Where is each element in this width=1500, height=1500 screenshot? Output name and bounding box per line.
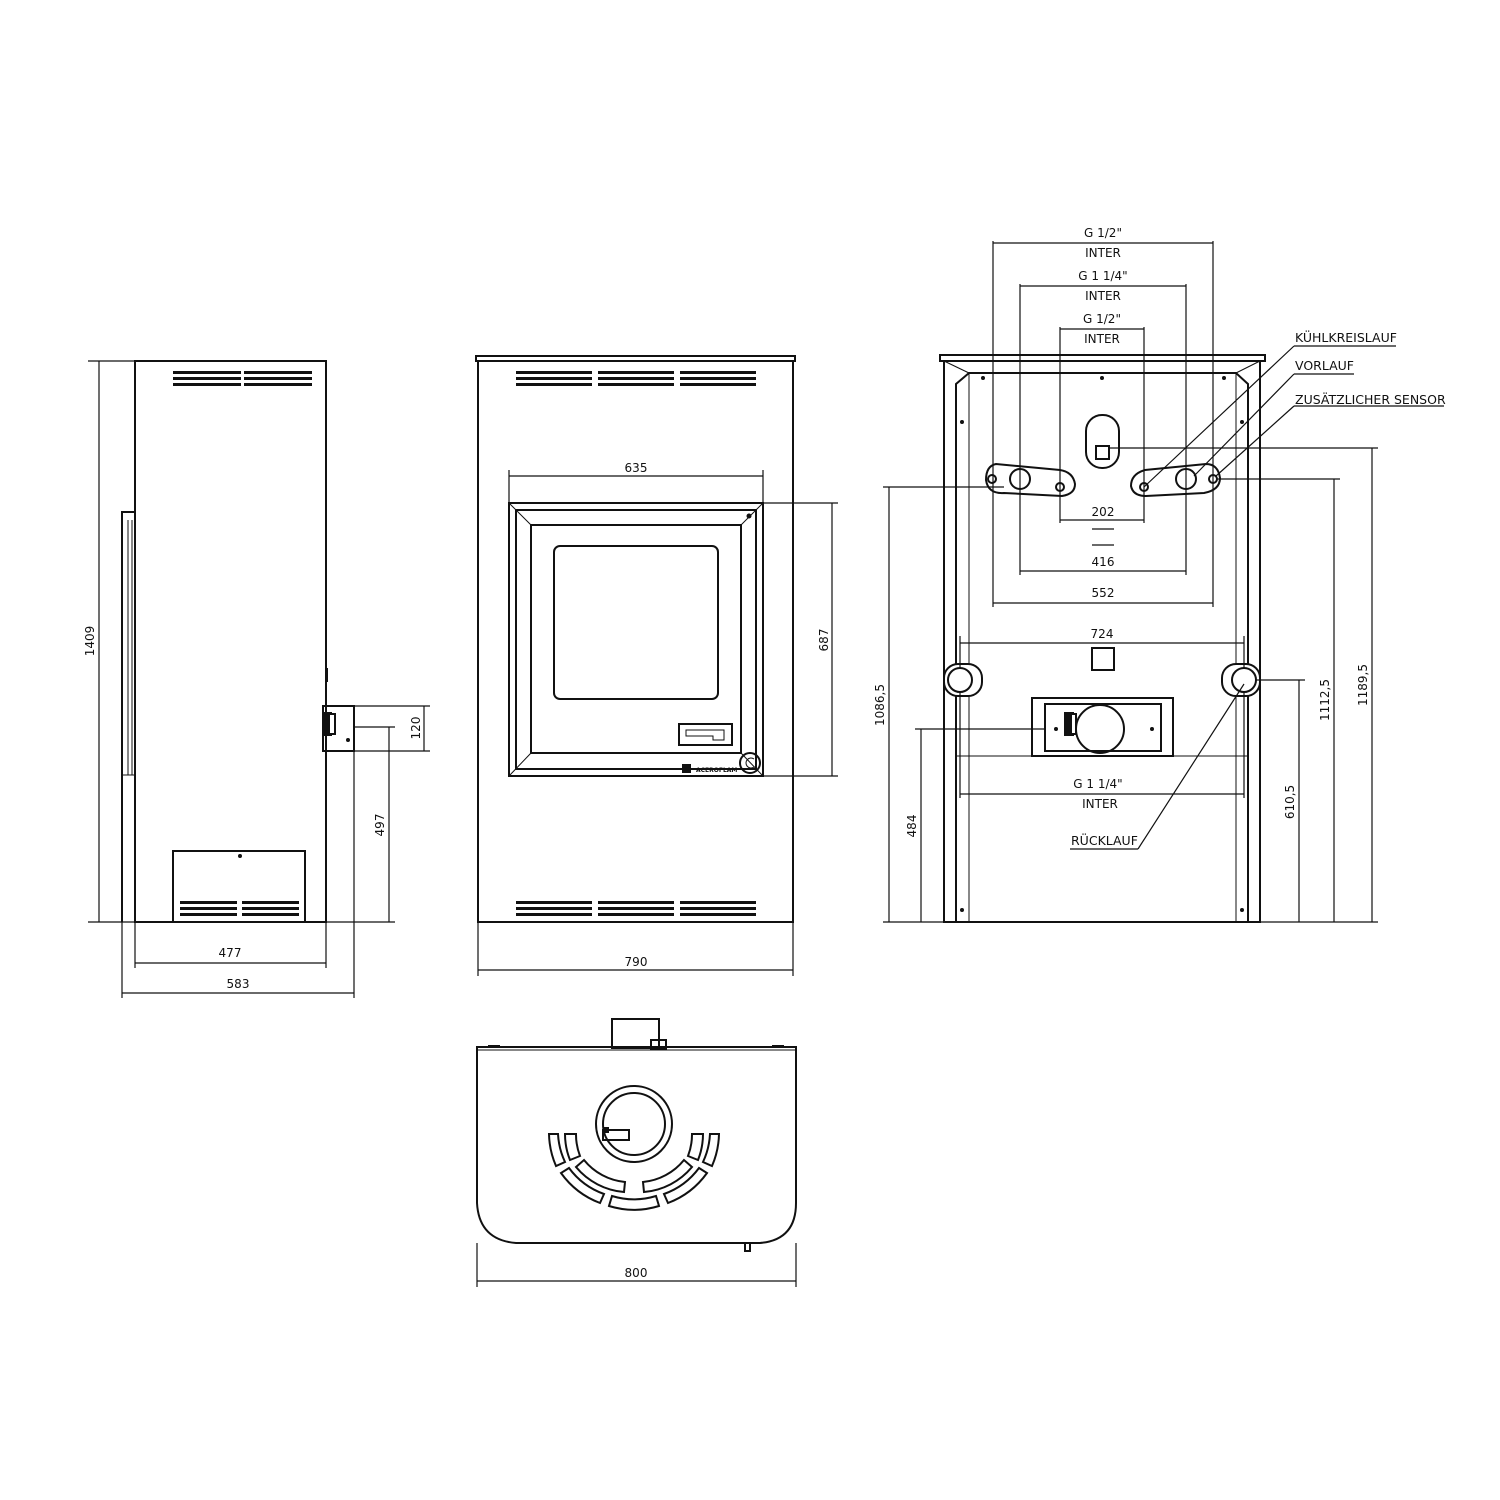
rear-conn2-type: INTER [1085,289,1121,303]
front-dim-790: 790 [625,955,648,969]
side-dim-497: 497 [373,814,387,837]
rear-conn1-type: INTER [1085,246,1121,260]
rear-dim-416: 416 [1092,555,1115,569]
rear-dim-552: 552 [1092,586,1115,600]
front-view: ACEROFLAM 635 687 790 [475,355,838,976]
side-dim-477: 477 [219,946,242,960]
rear-conn3-thread: G 1/2" [1083,312,1121,326]
front-top-vents [516,371,756,386]
rear-bottom-thread: G 1 1/4" [1073,777,1122,791]
top-dim-800: 800 [625,1266,648,1280]
front-body-outline [477,360,794,923]
side-view: 1409 120 497 477 583 [83,360,430,998]
rear-dim-724: 724 [1091,627,1114,641]
front-brand-text: ACEROFLAM [696,767,737,774]
rear-body-outline [943,360,1261,923]
label-vorlauf: VORLAUF [1295,358,1354,373]
label-zusaetzlicher-sensor: ZUSÄTZLICHER SENSOR [1295,392,1446,407]
side-bottom-vents [180,901,299,916]
rear-flue-pipe [1075,704,1125,754]
rear-flue-box [1031,697,1174,757]
rear-dim-484: 484 [905,815,919,838]
rear-sensor-slot [1085,414,1120,469]
rear-right-fitting [1221,663,1261,697]
side-body-outline [134,360,327,923]
front-brand-logo [682,764,691,773]
rear-bottom-type: INTER [1082,797,1118,811]
label-ruecklauf: RÜCKLAUF [1071,832,1138,848]
side-dim-120: 120 [409,717,423,740]
front-door-frame [508,502,764,777]
top-vent-slots [547,1133,721,1211]
label-kuehlkreislauf: KÜHLKREISLAUF [1295,329,1397,345]
front-handle-knob [739,752,761,774]
front-bottom-vents [516,901,756,916]
side-dim-583: 583 [227,977,250,991]
front-dim-635: 635 [625,461,648,475]
rear-conn3-type: INTER [1084,332,1120,346]
rear-left-fitting [943,663,983,697]
front-glass [553,545,719,700]
rear-dim-610: 610,5 [1283,785,1297,819]
rear-conn1-thread: G 1/2" [1084,226,1122,240]
rear-middle-square [1091,647,1115,671]
front-air-control [678,723,733,746]
top-flue-circle [595,1085,673,1163]
rear-dim-1112: 1112,5 [1318,679,1332,721]
side-door-handle [121,511,135,922]
side-ash-box [172,850,306,923]
rear-view: G 1/2" INTER G 1 1/4" INTER G 1/2" INTER… [873,226,1446,923]
rear-dim-1189: 1189,5 [1356,664,1370,706]
rear-conn2-thread: G 1 1/4" [1078,269,1127,283]
side-dim-1409: 1409 [83,626,97,657]
side-top-vents [173,371,312,386]
top-body-outline [476,1046,797,1244]
rear-dim-202: 202 [1092,505,1115,519]
front-dim-687: 687 [817,629,831,652]
rear-dim-1086: 1086,5 [873,684,887,726]
top-view: 800 [476,1018,797,1287]
